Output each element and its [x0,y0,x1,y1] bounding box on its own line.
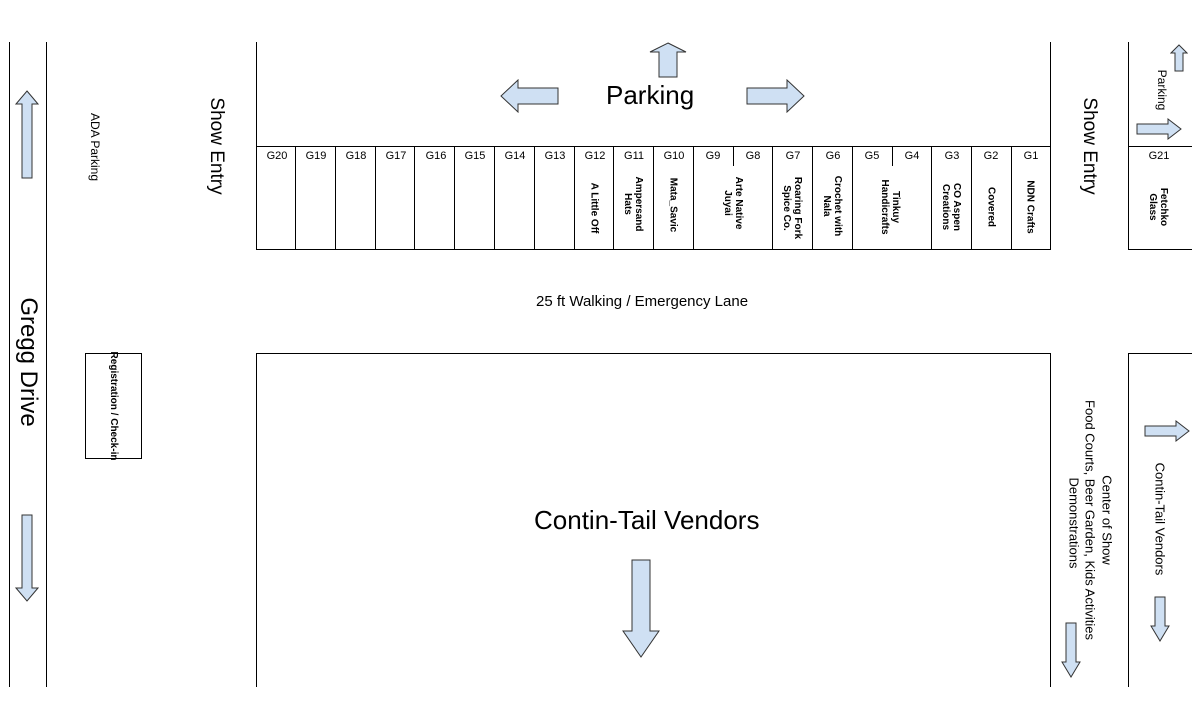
booth-divider [534,146,535,250]
booth-number: G6 [825,150,841,162]
booth-vendor-name: Crochet with Nala [821,175,843,237]
booth-number: G4 [904,150,920,162]
booth-divider [375,146,376,250]
road-edge-right [46,42,47,687]
booth-number: G5 [864,150,880,162]
booth-vendor-name: Fetchko Glass [1147,187,1169,227]
booth-divider [693,146,694,250]
booth-divider [574,146,575,250]
booth-number: G17 [385,150,407,162]
side-parking-label: Parking [1155,69,1169,111]
food-courts-label: Food Courts, Beer Garden, Kids Activitie… [1082,400,1098,640]
side-booth-bottom [1128,249,1192,250]
show-entry-left: Show Entry [206,97,227,195]
arrow-down-icon [1150,596,1170,642]
booth-divider [613,146,614,250]
arrow-down-icon [1061,622,1081,678]
show-entry-right: Show Entry [1079,97,1100,195]
booth-vendor-name: Tinkuy Handicrafts [879,179,901,235]
contin-frame-right [1050,353,1051,687]
arrow-up-icon [648,42,688,78]
road-label: Gregg Drive [15,297,42,427]
booth-divider-short [733,146,734,166]
booth-number: G11 [624,150,644,162]
booth-number: G14 [504,150,526,162]
booth-vendor-name: NDN Crafts [1024,180,1036,234]
booth-number: G3 [944,150,960,162]
booth-divider [335,146,336,250]
booth-vendor-name: Mata_Savic [667,177,679,233]
contin-tail-main-label: Contin-Tail Vendors [534,505,760,535]
arrow-right-icon [1144,420,1190,442]
booth-divider [653,146,654,250]
booth-number: G16 [425,150,447,162]
booth-vendor-name: Ampersand Hats [622,176,644,232]
arrow-down-icon [15,514,39,602]
arrow-up-icon [15,90,39,180]
contin-tail-side-label: Contin-Tail Vendors [1152,462,1168,576]
booth-number: G20 [266,150,288,162]
booth-vendor-name: Covered [985,186,997,228]
booth-divider [295,146,296,250]
booth-number: G19 [305,150,327,162]
arrow-right-icon [746,79,806,113]
center-of-show-label: Center of Show [1099,475,1115,565]
booth-number: G7 [785,150,801,162]
road-edge-left [9,42,10,687]
booth-divider [931,146,932,250]
booth-divider-short [892,146,893,166]
booth-divider [1011,146,1012,250]
booth-number: G2 [983,150,999,162]
booth-divider [971,146,972,250]
ada-parking-label: ADA Parking [88,112,102,182]
booth-number: G15 [464,150,486,162]
arrow-left-icon [500,79,560,113]
arrow-up-icon [1170,44,1188,72]
side-contin-left [1128,353,1129,687]
booth-number: G13 [544,150,566,162]
side-booth-top [1128,146,1192,147]
walking-lane-label: 25 ft Walking / Emergency Lane [536,293,749,310]
parking-label: Parking [606,80,695,110]
contin-frame-left [256,353,257,687]
booth-vendor-name: A Little Off [588,182,600,234]
booth-number: G8 [745,150,761,162]
booth-vendor-name: Arte Native Juyai [722,176,744,230]
booth-vendor-name: CO Aspen Creations [940,183,962,231]
booth-number: G12 [584,150,606,162]
contin-frame-top [256,353,1051,354]
registration-label: Registration / Check-in [108,351,119,461]
booth-number: G18 [345,150,367,162]
booth-divider [812,146,813,250]
side-contin-top [1128,353,1192,354]
booth-divider [772,146,773,250]
demonstrations-label: Demonstrations [1066,477,1082,569]
arrow-right-icon [1136,118,1182,140]
booth-number: G9 [705,150,721,162]
booth-divider [494,146,495,250]
booth-number: G10 [663,150,685,162]
registration-box [85,353,142,459]
booth-number: G21 [1148,150,1170,162]
booth-divider [852,146,853,250]
booth-divider [454,146,455,250]
booth-vendor-name: Roaring Fork Spice Co. [781,176,803,240]
booth-divider [414,146,415,250]
booth-number: G1 [1023,150,1039,162]
arrow-down-icon [622,559,660,659]
